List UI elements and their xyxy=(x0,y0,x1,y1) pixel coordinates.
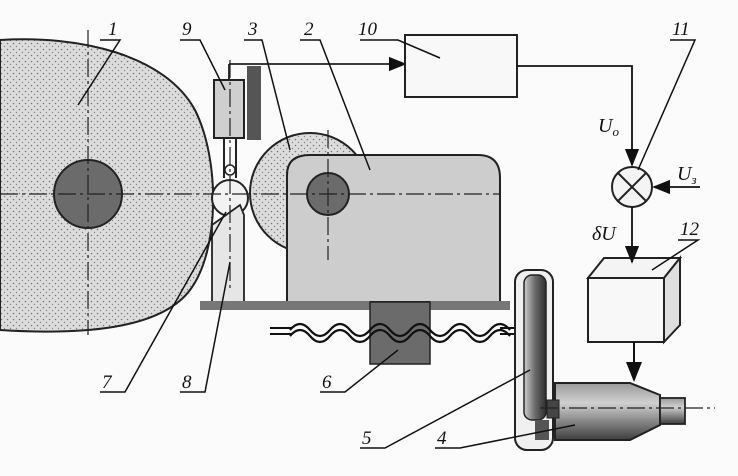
lead-screw xyxy=(270,322,525,344)
sensor-9 xyxy=(213,56,407,178)
label-2: 2 xyxy=(304,19,314,40)
wheel-1 xyxy=(0,38,215,333)
signal-u0-sub: o xyxy=(612,124,619,139)
motor-4 xyxy=(546,382,686,441)
signal-u0: Uo xyxy=(598,115,619,139)
center-lines xyxy=(0,30,715,409)
label-4: 4 xyxy=(437,428,447,449)
signal-uz-sub: з xyxy=(690,172,696,187)
rest-8 xyxy=(211,203,245,303)
label-7: 7 xyxy=(102,372,113,393)
leader-lines xyxy=(77,39,701,449)
label-12: 12 xyxy=(680,219,700,240)
label-11: 11 xyxy=(672,19,690,40)
label-6: 6 xyxy=(322,372,332,393)
nut-6 xyxy=(369,301,431,365)
label-1: 1 xyxy=(108,19,118,40)
block-10 xyxy=(404,34,640,167)
signal-du: δU xyxy=(592,223,617,245)
comparator-11 xyxy=(611,166,700,264)
label-3: 3 xyxy=(247,19,258,40)
signal-uz: Uз xyxy=(677,163,697,187)
label-8: 8 xyxy=(182,372,192,393)
controller-12 xyxy=(585,255,683,382)
label-5: 5 xyxy=(362,428,372,449)
coupling-5 xyxy=(514,269,554,451)
housing-2 xyxy=(286,154,501,303)
label-9: 9 xyxy=(182,19,192,40)
label-10: 10 xyxy=(358,19,378,40)
machine-table xyxy=(200,301,510,310)
signal-uz-main: U xyxy=(677,163,693,185)
signal-u0-main: U xyxy=(598,115,614,137)
